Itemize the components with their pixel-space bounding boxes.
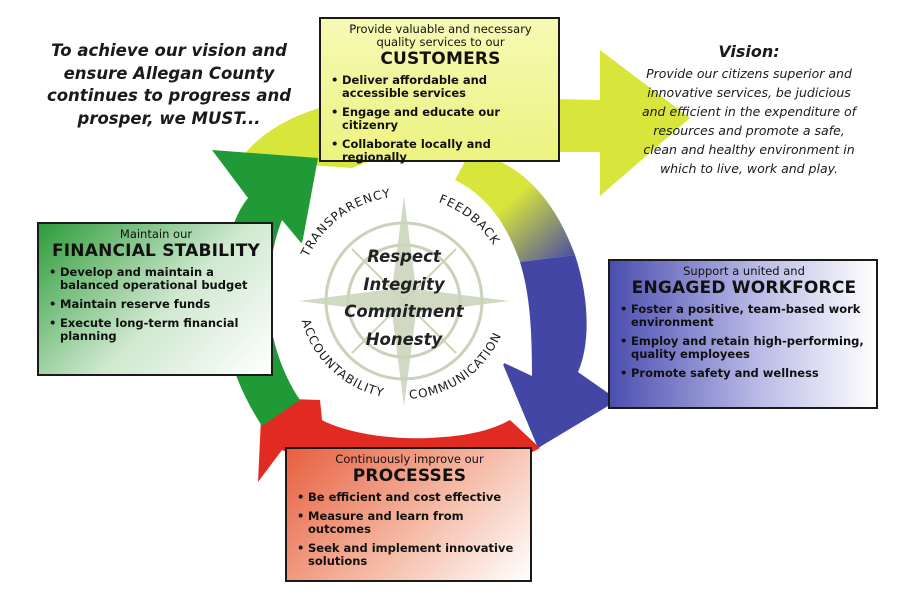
processes-subtitle: Continuously improve our <box>335 452 484 466</box>
vision-text: Provide our citizens superior and innova… <box>641 66 857 176</box>
financial-heading: FINANCIAL STABILITY <box>51 241 261 261</box>
workforce-list: Foster a positive, team-based work envir… <box>620 303 868 381</box>
customers-box: Provide valuable and necessary quality s… <box>319 17 560 164</box>
vision-block: Vision: Provide our citizens superior an… <box>640 42 858 178</box>
list-item: Employ and retain high-performing, quali… <box>620 335 868 361</box>
blue-arrow <box>502 255 618 448</box>
workforce-box: Support a united and ENGAGED WORKFORCE F… <box>608 259 878 409</box>
processes-heading: PROCESSES <box>352 466 467 486</box>
vision-title: Vision: <box>718 42 780 61</box>
customers-subtitle: Provide valuable and necessary quality s… <box>349 22 532 49</box>
compass-star <box>299 196 509 406</box>
list-item: Develop and maintain a balanced operatio… <box>49 266 263 292</box>
list-item: Foster a positive, team-based work envir… <box>620 303 868 329</box>
financial-box: Maintain our FINANCIAL STABILITY Develop… <box>37 222 273 376</box>
list-item: Be efficient and cost effective <box>297 491 522 505</box>
core-value: Respect <box>367 247 441 266</box>
core-values: Respect Integrity Commitment Honesty <box>322 243 486 353</box>
list-item: Collaborate locally and regionally <box>331 138 550 164</box>
list-item: Measure and learn from outcomes <box>297 510 522 536</box>
list-item: Engage and educate our citizenry <box>331 106 550 132</box>
financial-subtitle: Maintain our <box>119 227 193 241</box>
list-item: Promote safety and wellness <box>620 367 868 381</box>
core-value: Integrity <box>363 274 445 294</box>
processes-list: Be efficient and cost effective Measure … <box>297 491 522 568</box>
core-value: Commitment <box>344 302 464 321</box>
intro-text: To achieve our vision and ensure Allegan… <box>46 41 292 128</box>
list-item: Deliver affordable and accessible servic… <box>331 74 550 100</box>
list-item: Maintain reserve funds <box>49 298 263 312</box>
workforce-subtitle: Support a united and <box>683 264 805 278</box>
list-item: Execute long-term financial planning <box>49 317 263 343</box>
financial-list: Develop and maintain a balanced operatio… <box>49 266 263 343</box>
yellow-blue-blend <box>455 152 575 262</box>
customers-list: Deliver affordable and accessible servic… <box>331 74 550 164</box>
core-value: Honesty <box>365 329 443 349</box>
customers-heading: CUSTOMERS <box>380 49 501 69</box>
workforce-heading: ENGAGED WORKFORCE <box>631 278 857 298</box>
list-item: Seek and implement innovative solutions <box>297 542 522 568</box>
processes-box: Continuously improve our PROCESSES Be ef… <box>285 447 532 582</box>
